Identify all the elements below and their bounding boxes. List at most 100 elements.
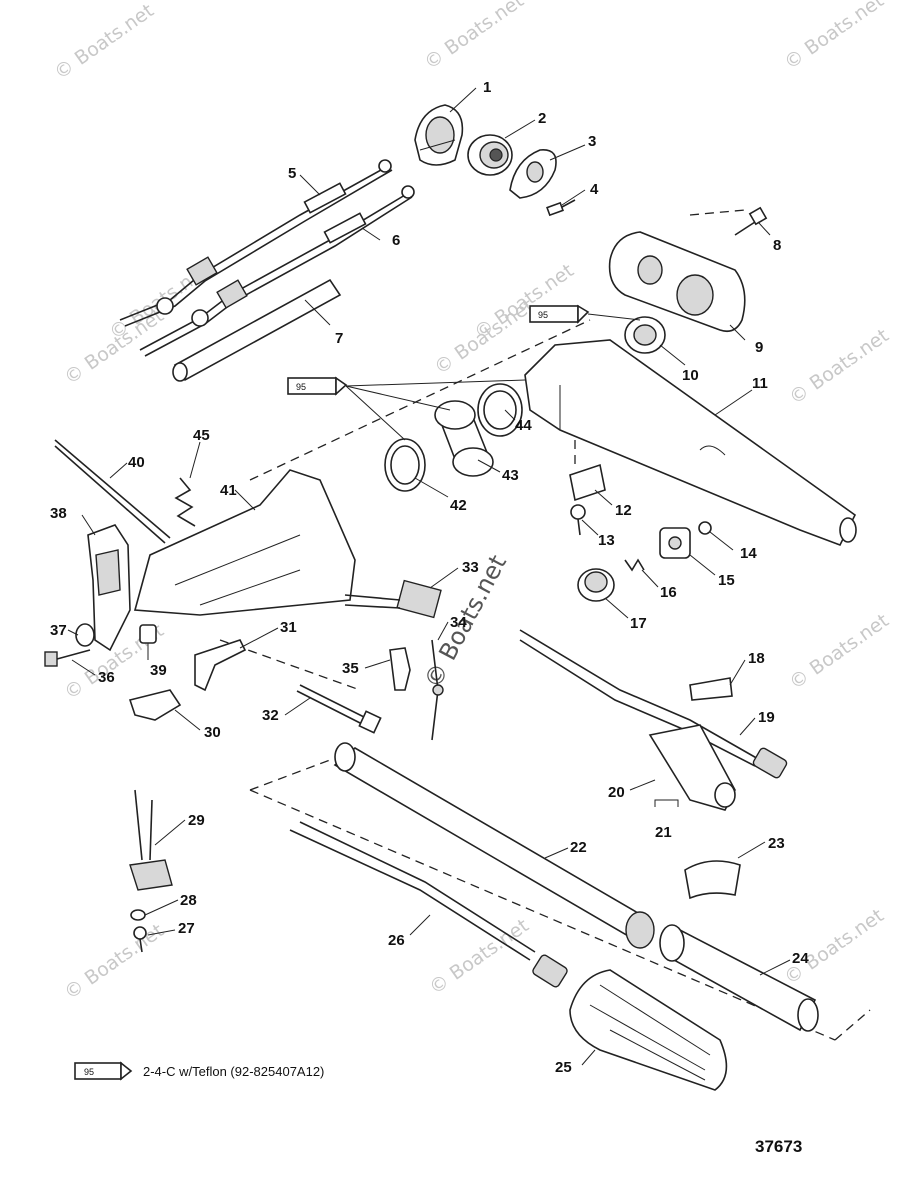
part-6-cable (139, 185, 415, 357)
part-30-clip (128, 689, 182, 721)
callout-45: 45 (193, 427, 210, 444)
callout-13: 13 (598, 532, 615, 549)
part-34-lanyard (431, 639, 444, 741)
callout-41: 41 (220, 482, 237, 499)
part-15-block (659, 527, 691, 559)
part-4-screw (546, 199, 576, 217)
part-3-plate (509, 149, 557, 199)
part-2-spool (467, 134, 513, 176)
part-32-bolt (296, 684, 382, 734)
callout-9: 9 (755, 339, 763, 356)
callout-38: 38 (50, 505, 67, 522)
legend: 95 2-4-C w/Teflon (92-825407A12) (74, 1061, 324, 1081)
watermark: © Boats.net (470, 260, 578, 345)
reference-number: 37673 (755, 1137, 802, 1156)
callout-2: 2 (538, 110, 546, 127)
part-26-cable (289, 821, 568, 988)
part-45-spring (174, 477, 196, 527)
watermark: © Boats.net (60, 920, 168, 1005)
callout-31: 31 (280, 619, 297, 636)
callout-12: 12 (615, 502, 632, 519)
callout-35: 35 (342, 660, 359, 677)
callout-20: 20 (608, 784, 625, 801)
part-39-bushing (139, 624, 157, 644)
part-13-screw (570, 504, 586, 536)
watermark: © Boats.net (780, 0, 888, 74)
sealant-tube-upper: 95 (529, 304, 641, 324)
callout-25: 25 (555, 1059, 572, 1076)
part-35-clip (389, 647, 411, 691)
part-43-bushing (434, 400, 494, 477)
callout-39: 39 (150, 662, 167, 679)
part-31-bracket (194, 639, 247, 692)
part-7-sleeve (172, 278, 342, 382)
legend-tube-label: 95 (84, 1067, 94, 1077)
callout-28: 28 (180, 892, 197, 909)
part-33-switch (344, 579, 442, 619)
part-14-nut (698, 521, 712, 535)
part-40-rod (54, 439, 171, 544)
callout-30: 30 (204, 724, 221, 741)
tube-label: 95 (296, 382, 306, 392)
part-25-grip-cover (569, 969, 728, 1091)
part-5-cable (119, 159, 393, 327)
callout-34: 34 (450, 614, 467, 631)
part-38-lever (87, 524, 131, 652)
watermark: © Boats.net (780, 905, 888, 990)
callout-8: 8 (773, 237, 781, 254)
part-8-screw (734, 206, 768, 236)
callout-7: 7 (335, 330, 343, 347)
part-27-screw (133, 926, 147, 953)
tube-label: 95 (538, 310, 548, 320)
part-22-tube (333, 742, 655, 949)
part-36-bolt (44, 649, 91, 667)
part-1-cam (414, 104, 464, 166)
callout-24: 24 (792, 950, 809, 967)
callout-3: 3 (588, 133, 596, 150)
callout-10: 10 (682, 367, 699, 384)
callouts: 1 2 3 4 5 6 7 8 9 10 11 12 13 14 15 16 1… (50, 79, 809, 1076)
callout-leaders (67, 87, 791, 1066)
callout-14: 14 (740, 545, 757, 562)
part-17-knob (577, 568, 615, 602)
part-16-spring (624, 558, 645, 572)
callout-33: 33 (462, 559, 479, 576)
callout-32: 32 (262, 707, 279, 724)
callout-27: 27 (178, 920, 195, 937)
callout-15: 15 (718, 572, 735, 589)
watermark: © Boats.net (785, 610, 893, 695)
callout-5: 5 (288, 165, 296, 182)
part-9-cover (608, 231, 746, 333)
callout-36: 36 (98, 669, 115, 686)
callout-42: 42 (450, 497, 467, 514)
part-29-switch (129, 789, 173, 891)
part-10-grommet (624, 316, 666, 354)
part-44-seal (477, 383, 523, 437)
part-18-plate (689, 677, 733, 701)
callout-4: 4 (590, 181, 599, 198)
watermark: © Boats.net (420, 0, 528, 74)
callout-29: 29 (188, 812, 205, 829)
part-20-bracket (648, 724, 736, 811)
sealant-tube-lower: 95 (287, 376, 526, 441)
part-11-tiller-arm (524, 339, 857, 547)
callout-17: 17 (630, 615, 647, 632)
callout-44: 44 (515, 417, 532, 434)
callout-43: 43 (502, 467, 519, 484)
callout-16: 16 (660, 584, 677, 601)
part-23-shell (684, 860, 741, 900)
part-19-harness (519, 629, 788, 779)
callout-37: 37 (50, 622, 67, 639)
callout-40: 40 (128, 454, 145, 471)
assembly-lines (219, 209, 871, 1041)
part-42-seal (384, 438, 426, 492)
callout-11: 11 (752, 375, 768, 392)
legend-text: 2-4-C w/Teflon (92-825407A12) (143, 1064, 324, 1079)
watermark: © Boats.net (785, 325, 893, 410)
part-41-bracket (133, 469, 356, 616)
callout-19: 19 (758, 709, 775, 726)
part-37-washer (75, 623, 95, 647)
part-24-grip (659, 924, 819, 1032)
callout-23: 23 (768, 835, 785, 852)
part-28-washer (130, 909, 146, 921)
